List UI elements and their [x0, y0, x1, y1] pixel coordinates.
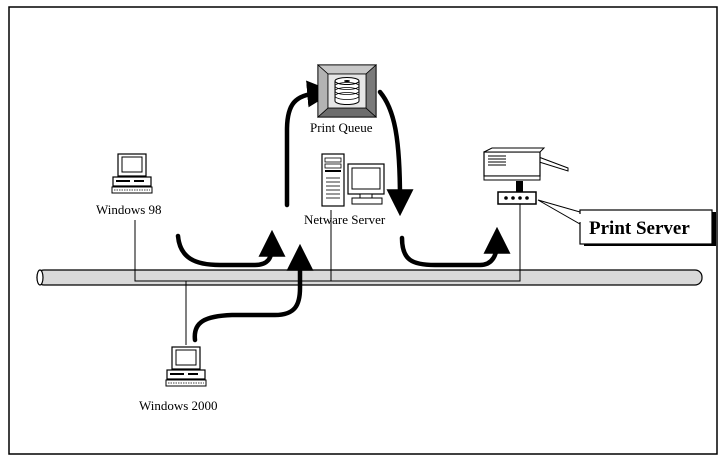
netware-server-label: Netware Server — [304, 212, 386, 227]
print-flow-arrows — [175, 80, 511, 343]
arrow-queue-to-server — [377, 89, 414, 217]
arrow-server-to-queue — [284, 80, 335, 208]
print-queue-icon — [316, 64, 378, 118]
desktop-computer-icon — [165, 346, 207, 387]
arrow-server-to-printserver — [399, 226, 511, 268]
print-server-label: Print Server — [589, 218, 690, 239]
server-tower-icon — [321, 153, 385, 207]
network-bus-cable — [36, 269, 703, 286]
windows98-label: Windows 98 — [96, 202, 162, 217]
print-queue-label: Print Queue — [310, 120, 373, 135]
windows2000-label: Windows 2000 — [139, 398, 218, 413]
arrow-win98-to-server — [175, 229, 286, 268]
arrow-win2000-to-server — [192, 243, 314, 343]
printer-connector — [516, 181, 523, 193]
print-server-box-icon — [497, 191, 537, 205]
network-drop-lines — [134, 204, 521, 345]
desktop-computer-icon — [111, 153, 153, 194]
printer-icon — [483, 147, 569, 181]
print-server-callout — [537, 199, 716, 246]
